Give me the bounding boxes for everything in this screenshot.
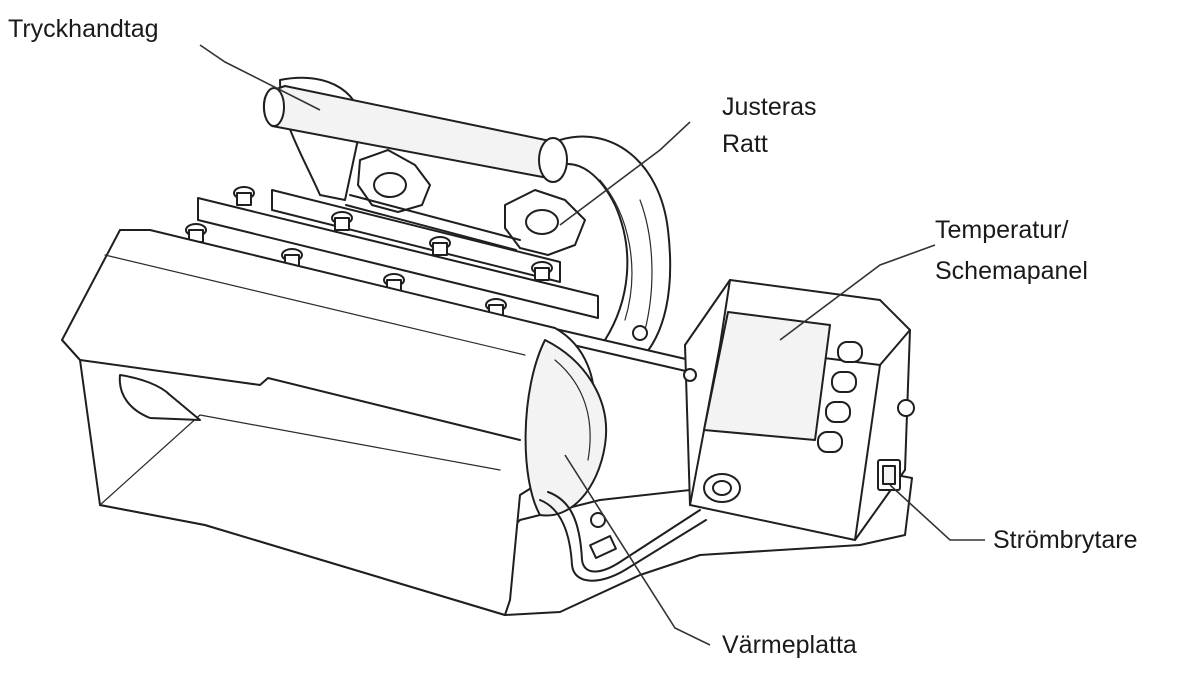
control-buttons xyxy=(817,341,863,453)
leader-press-handle xyxy=(199,44,321,111)
label-press-handle: Tryckhandtag xyxy=(8,15,159,43)
label-control-panel-line2: Schemapanel xyxy=(935,257,1088,285)
control-display xyxy=(703,311,831,441)
leader-power-switch xyxy=(889,484,985,541)
press-handle-end-cap xyxy=(538,137,568,183)
label-adjust-knob-line1: Justeras xyxy=(722,93,817,121)
leader-adjust-knob xyxy=(559,121,691,226)
handle-side-arm xyxy=(559,135,672,361)
pins xyxy=(185,186,553,318)
label-power-switch: Strömbrytare xyxy=(993,526,1138,554)
shell-left-opening xyxy=(118,374,201,421)
leader-control-panel xyxy=(779,244,936,341)
upper-bar-front xyxy=(197,197,599,319)
label-control-panel-line1: Temperatur/ xyxy=(935,216,1069,244)
label-adjust-knob-line2: Ratt xyxy=(722,130,768,158)
leader-heating-plate xyxy=(564,454,711,646)
heating-plate xyxy=(524,339,608,517)
label-heating-plate: Värmeplatta xyxy=(722,631,857,659)
